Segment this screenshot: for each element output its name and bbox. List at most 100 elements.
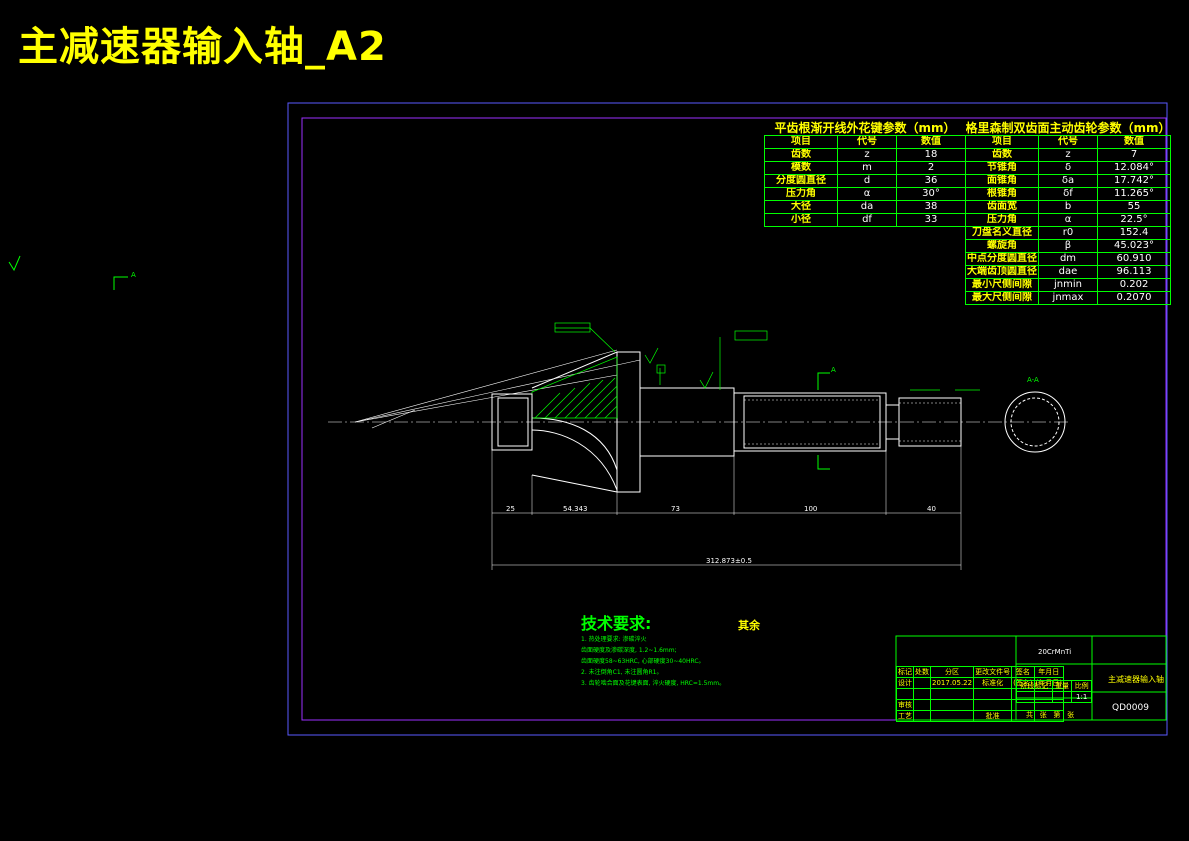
tb-cell: 审核: [896, 699, 914, 711]
material-label: 20CrMnTi: [1038, 648, 1072, 656]
section-arrow-left: [113, 276, 128, 290]
param-value: 0.2070: [1096, 291, 1172, 305]
tb-cell: [1011, 710, 1035, 722]
section-marker: A: [131, 271, 136, 279]
param-name: 刀盘名义直径: [965, 226, 1039, 240]
param-name: 螺旋角: [965, 239, 1039, 253]
param-value: 0.202: [1096, 278, 1172, 292]
spline-table-heading: 平齿根渐开线外花键参数（mm）: [764, 120, 966, 136]
column-header: 代号: [1038, 135, 1098, 149]
param-symbol: α: [837, 187, 897, 201]
column-header: 项目: [965, 135, 1039, 149]
param-symbol: dm: [1038, 252, 1098, 266]
param-symbol: δf: [1038, 187, 1098, 201]
section-label: A-A: [1027, 376, 1039, 384]
gear-table-heading: 格里森制双齿面主动齿轮参数（mm）: [965, 120, 1171, 136]
dimension-label: 73: [671, 505, 680, 513]
param-symbol: δ: [1038, 161, 1098, 175]
param-value: 18: [896, 148, 966, 162]
dimension-label: 312.873±0.5: [706, 557, 752, 565]
param-name: 最小尺侧间隙: [965, 278, 1039, 292]
dimension-label: 40: [927, 505, 936, 513]
param-name: 中点分度圆直径: [965, 252, 1039, 266]
tech-line: 齿面硬度58~63HRC, 心部硬度30~40HRC。: [581, 658, 705, 665]
tb-cell: 比例: [1071, 680, 1092, 692]
param-value: 12.084°: [1096, 161, 1172, 175]
tb-cell: [913, 677, 931, 689]
tb-cell: 1:1: [1071, 691, 1092, 703]
param-name: 压力角: [764, 187, 838, 201]
roughness-mark-left: [8, 255, 21, 272]
spline-section: [1004, 391, 1066, 453]
param-value: 30°: [896, 187, 966, 201]
tb-cell: 更改文件号: [973, 666, 1013, 678]
param-name: 分度圆直径: [764, 174, 838, 188]
sheet-word: 张: [1039, 711, 1047, 719]
tb-cell: 处数: [913, 666, 931, 678]
dimension-label: 54.343: [563, 505, 588, 513]
param-value: 11.265°: [1096, 187, 1172, 201]
cone-lines: [354, 349, 641, 429]
gear-body: [531, 351, 641, 493]
param-symbol: df: [837, 213, 897, 227]
tech-line: 2. 未注倒角C1, 未注圆角R1。: [581, 669, 663, 676]
thread-lines: [744, 399, 961, 445]
tb-cell: 批准: [973, 710, 1013, 722]
param-symbol: m: [837, 161, 897, 175]
param-symbol: r0: [1038, 226, 1098, 240]
tb-cell: [913, 710, 931, 722]
param-symbol: d: [837, 174, 897, 188]
sheet-word: 共: [1026, 711, 1033, 719]
param-value: 7: [1096, 148, 1172, 162]
shaft-outline: [491, 387, 962, 457]
param-value: 2: [896, 161, 966, 175]
param-name: 面锥角: [965, 174, 1039, 188]
page-title: 主减速器输入轴_A2: [18, 24, 387, 70]
tb-cell: [973, 699, 1013, 711]
tb-cell: 标准化: [973, 677, 1013, 689]
param-symbol: jnmax: [1038, 291, 1098, 305]
tb-cell: [929, 688, 975, 700]
column-header: 数值: [896, 135, 966, 149]
param-value: 45.023°: [1096, 239, 1172, 253]
tb-cell: [1051, 691, 1073, 703]
param-name: 大端齿顶圆直径: [965, 265, 1039, 279]
param-symbol: dae: [1038, 265, 1098, 279]
param-symbol: β: [1038, 239, 1098, 253]
section-marker: A: [831, 366, 836, 374]
tb-cell: [896, 688, 914, 700]
param-symbol: z: [1038, 148, 1098, 162]
param-symbol: da: [837, 200, 897, 214]
tech-line: 3. 齿轮啮合面及花键表面, 淬火硬度, HRC=1.5mm。: [581, 680, 726, 687]
param-symbol: δa: [1038, 174, 1098, 188]
tb-cell: [913, 699, 931, 711]
tb-cell: 标记: [896, 666, 914, 678]
tech-line: 1. 热处理要求: 渗碳淬火: [581, 636, 647, 643]
param-name: 大径: [764, 200, 838, 214]
tb-cell: 工艺: [896, 710, 914, 722]
param-value: 38: [896, 200, 966, 214]
tb-cell: [1016, 691, 1053, 703]
param-value: 17.742°: [1096, 174, 1172, 188]
tb-cell: 2017.05.22: [929, 677, 975, 689]
column-header: 项目: [764, 135, 838, 149]
tb-cell: [973, 688, 1013, 700]
outer-frame: [287, 102, 1168, 736]
tb-cell: 阶段标记: [1016, 680, 1053, 692]
param-value: 33: [896, 213, 966, 227]
tb-cell: [929, 699, 975, 711]
param-name: 模数: [764, 161, 838, 175]
